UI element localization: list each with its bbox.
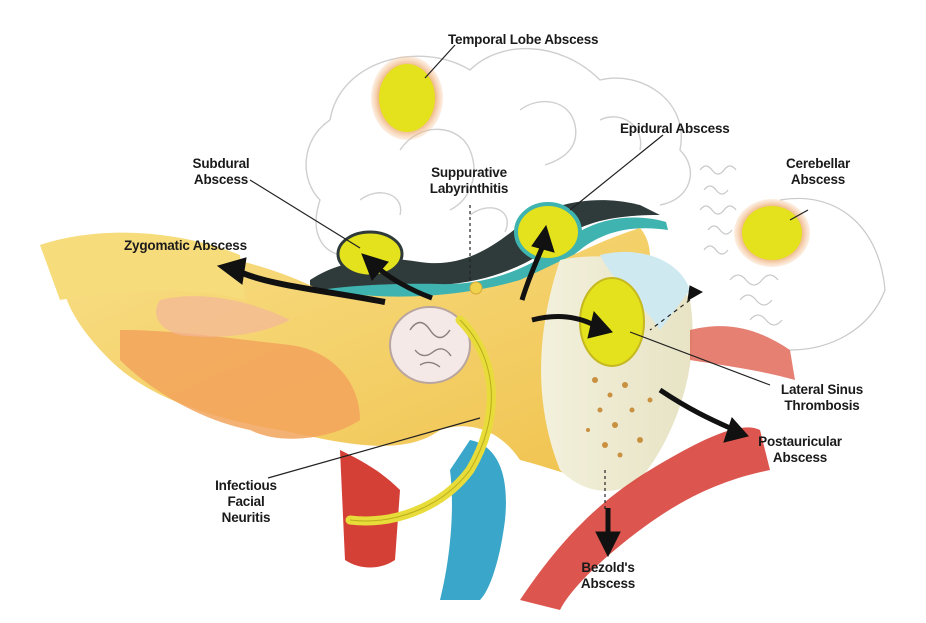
label-infectious-facial-neuritis: Infectious Facial Neuritis [206,478,286,526]
label-subdural-abscess: Subdural Abscess [186,156,256,188]
label-bezolds-abscess: Bezold's Abscess [566,560,650,592]
label-zygomatic-abscess: Zygomatic Abscess [124,238,247,254]
neck-muscle [340,450,400,568]
cerebellar-abscess [734,199,810,267]
label-temporal-lobe-abscess: Temporal Lobe Abscess [448,32,598,48]
digastric-muscle [690,326,795,380]
label-postauricular-abscess: Postauricular Abscess [752,434,848,466]
arrow-cerebellar-head [688,286,702,300]
label-suppurative-labyrinthitis: Suppurative Labyrinthitis [418,165,520,197]
label-cerebellar-abscess: Cerebellar Abscess [772,156,864,188]
label-epidural-abscess: Epidural Abscess [620,121,730,137]
labyrinth-focus [470,282,482,294]
temporal-lobe-abscess [371,56,443,140]
label-lateral-sinus-thrombosis: Lateral Sinus Thrombosis [770,382,874,414]
